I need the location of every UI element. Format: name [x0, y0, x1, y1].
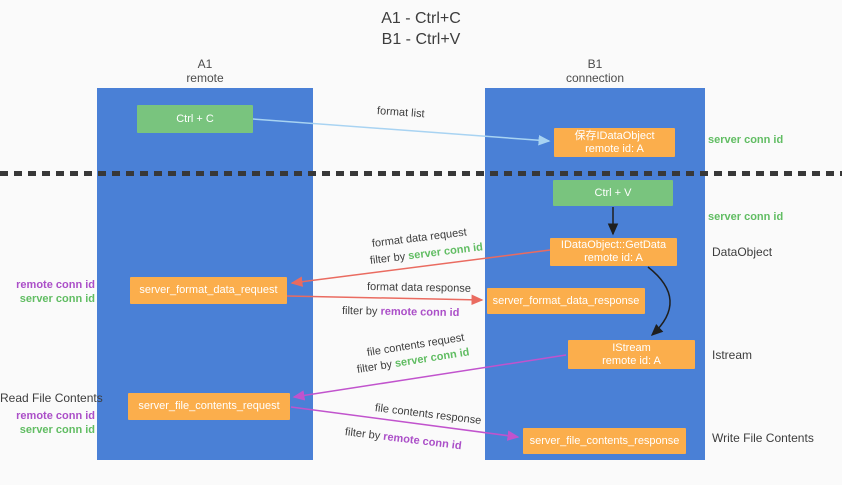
node-ctrl-c-label: Ctrl + C: [176, 112, 214, 125]
node-server-file-contents-response-label: server_file_contents_response: [529, 434, 680, 447]
lane-header-a1: A1 remote: [97, 57, 313, 85]
filter-prefix: filter by: [356, 358, 396, 376]
lane-a1-sub: remote: [186, 71, 224, 85]
label-filter-by-remote-conn-id-1: filter by remote conn id: [342, 305, 460, 319]
filter-value-server-conn-id: server conn id: [407, 241, 484, 263]
label-file-contents-response: file contents response: [374, 402, 482, 427]
node-save-idataobject-line1: 保存IDataObject: [574, 129, 655, 142]
node-istream-line1: IStream: [612, 341, 651, 354]
title-line-a1: A1 - Ctrl+C: [381, 10, 461, 27]
annotation-server-conn-id-mid-right: server conn id: [708, 211, 784, 223]
annotation-write-file-contents: Write File Contents: [712, 431, 814, 445]
format-data-response-arrow: [286, 294, 484, 306]
lane-a1-name: A1: [197, 57, 213, 71]
filter-prefix: filter by: [369, 250, 409, 267]
annotation-server-conn-id-top-right: server conn id: [708, 134, 784, 146]
annotation-istream: Istream: [712, 348, 753, 362]
lane-b1-name: B1: [587, 57, 603, 71]
annotation-remote-conn-id-top-left: remote conn id: [16, 279, 95, 291]
node-server-file-contents-request: server_file_contents_request: [128, 393, 290, 420]
diagram-title: A1 - Ctrl+C B1 - Ctrl+V: [0, 8, 842, 50]
filter-value-remote-conn-id: remote conn id: [382, 430, 463, 453]
node-idataobject-getdata: IDataObject::GetData remote id: A: [550, 238, 677, 266]
annotation-read-file-contents: Read File Contents: [0, 391, 103, 405]
session-divider-line: [0, 171, 842, 176]
node-server-file-contents-response: server_file_contents_response: [523, 428, 686, 454]
annotation-server-conn-id-bottom-left: server conn id: [19, 424, 95, 436]
node-idataobject-getdata-line2: remote id: A: [584, 252, 643, 264]
node-server-format-data-response-label: server_format_data_response: [492, 294, 640, 307]
node-server-format-data-request-label: server_format_data_request: [139, 284, 278, 296]
annotation-server-conn-id-top-left: server conn id: [19, 293, 95, 305]
label-format-data-response: format data response: [366, 281, 472, 295]
filter-value-remote-conn-id: remote conn id: [380, 305, 460, 320]
filter-prefix: filter by: [341, 305, 381, 318]
node-save-idataobject-line2: remote id: A: [585, 142, 644, 155]
node-istream-line2: remote id: A: [602, 354, 661, 367]
node-server-format-data-response: server_format_data_response: [487, 288, 645, 314]
node-server-file-contents-request-label: server_file_contents_request: [138, 400, 280, 412]
annotation-remote-conn-id-bottom-left: remote conn id: [16, 410, 95, 422]
filter-prefix: filter by: [344, 426, 384, 443]
node-idataobject-getdata-line1: IDataObject::GetData: [560, 239, 667, 251]
label-format-list: format list: [376, 105, 425, 121]
lane-b1-sub: connection: [565, 71, 625, 85]
label-filter-by-remote-conn-id-2: filter by remote conn id: [344, 426, 462, 452]
node-istream: IStream remote id: A: [568, 340, 695, 369]
node-server-format-data-request: server_format_data_request: [130, 277, 287, 304]
node-ctrl-v-label: Ctrl + V: [594, 186, 632, 199]
title-line-b1: B1 - Ctrl+V: [381, 31, 461, 48]
annotation-dataobject: DataObject: [712, 245, 773, 259]
node-ctrl-v: Ctrl + V: [553, 180, 673, 206]
node-ctrl-c: Ctrl + C: [137, 105, 253, 133]
node-save-idataobject: 保存IDataObject remote id: A: [554, 128, 675, 157]
lane-header-b1: B1 connection: [485, 57, 705, 85]
